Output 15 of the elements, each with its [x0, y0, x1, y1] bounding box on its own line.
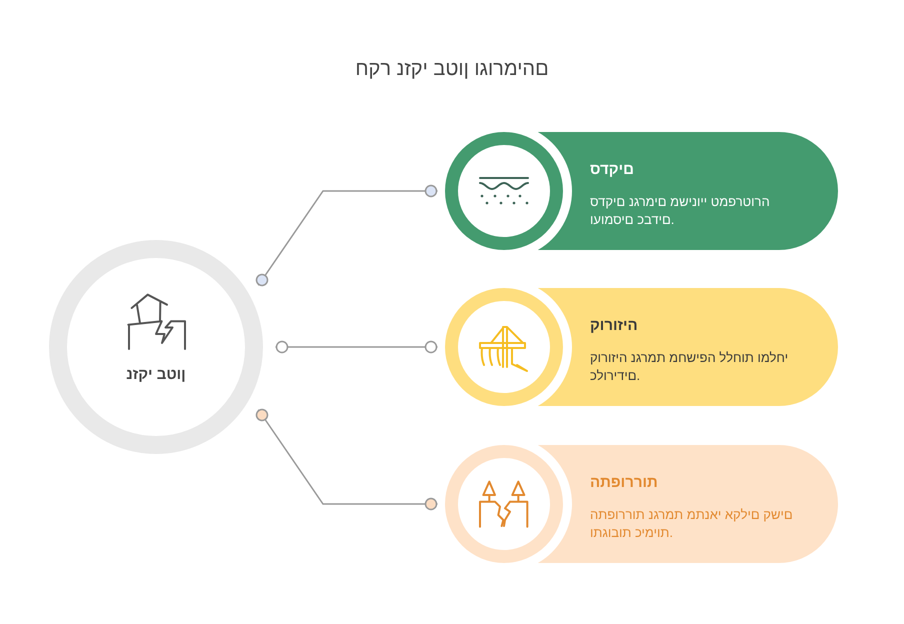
card-description: התפוררות נגרמת מתנאי אקלים קשים ותגובות כימיות.	[590, 506, 794, 542]
hub-label: נזקי בטון	[125, 365, 187, 385]
card-title: התפוררות	[590, 473, 659, 493]
card-description: קורוזיה נגרמת מחשיפה ללחות ומלחי כלורידים.	[590, 349, 790, 385]
connector-line	[256, 408, 438, 510]
card-title: קורוזיה	[590, 316, 639, 336]
connector-line	[256, 184, 438, 286]
card-title: סדקים	[590, 160, 635, 180]
pill-card	[444, 132, 838, 250]
card-description: סדקים נגרמים משינויי טמפרטורה ועומסים כבדים.	[590, 193, 771, 229]
pill-card	[444, 445, 838, 563]
hub-circle	[49, 240, 263, 454]
title: חקר נזקי בטון וגורמיהם	[355, 57, 549, 81]
pill-card	[444, 288, 838, 406]
connector-line	[276, 340, 438, 354]
